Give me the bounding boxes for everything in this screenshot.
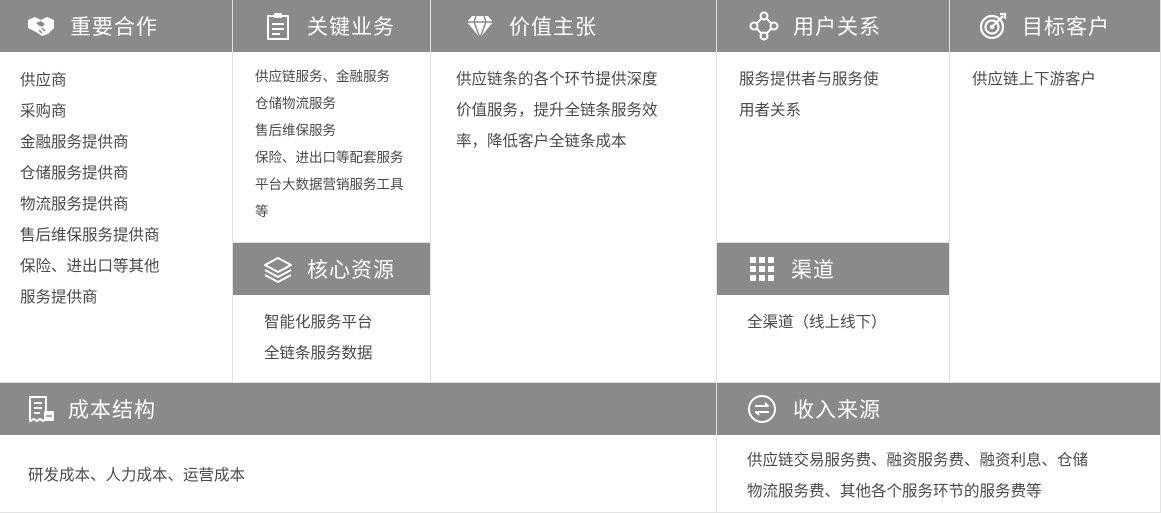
key-activities-item: 仓储物流服务 [255, 96, 336, 112]
key-partners-item: 供应商 [20, 71, 67, 89]
exchange-icon [747, 394, 777, 424]
cost-structure-header: 成本结构 [0, 383, 716, 435]
target-icon [978, 11, 1008, 41]
key-partners-item: 采购商 [20, 102, 67, 120]
key-resources-section: 核心资源 智能化服务平台 全链条服务数据 [233, 243, 431, 383]
key-partners-item: 保险、进出口等其他 [20, 257, 160, 275]
key-partners-item: 服务提供商 [20, 288, 98, 306]
revenue-streams-item: 物流服务费、其他各个服务环节的服务费等 [747, 482, 1042, 500]
key-partners-header: 重要合作 [0, 0, 232, 52]
key-activities-title: 关键业务 [307, 15, 395, 39]
key-resources-item: 智能化服务平台 [264, 313, 373, 331]
value-proposition-title: 价值主张 [509, 15, 597, 39]
value-proposition-item: 供应链条的各个环节提供深度 [456, 70, 658, 88]
key-activities-header: 关键业务 [233, 0, 430, 52]
grid-icon [747, 254, 777, 284]
revenue-streams-header: 收入来源 [717, 383, 1160, 435]
customer-segments-header: 目标客户 [950, 0, 1160, 52]
value-proposition-section: 价值主张 供应链条的各个环节提供深度 价值服务，提升全链条服务效 率，降低客户全… [431, 0, 717, 383]
cost-structure-title: 成本结构 [68, 398, 156, 422]
cost-structure-section: 成本结构 研发成本、人力成本、运营成本 [0, 383, 717, 513]
key-resources-title: 核心资源 [307, 258, 395, 282]
key-partners-section: 重要合作 供应商 采购商 金融服务提供商 仓储服务提供商 物流服务提供商 售后维… [0, 0, 233, 383]
value-proposition-item: 价值服务，提升全链条服务效 [456, 101, 658, 119]
layers-icon [263, 254, 293, 284]
key-activities-item: 平台大数据营销服务工具 [255, 177, 404, 193]
value-proposition-item: 率，降低客户全链条成本 [456, 132, 627, 150]
key-activities-section: 关键业务 供应链服务、金融服务 仓储物流服务 售后维保服务 保险、进出口等配套服… [233, 0, 431, 243]
receipt-icon [26, 394, 56, 424]
customer-segments-title: 目标客户 [1022, 15, 1110, 39]
key-partners-item: 金融服务提供商 [20, 133, 129, 151]
customer-relationships-section: 用户关系 服务提供者与服务使 用者关系 [717, 0, 950, 243]
key-partners-item: 仓储服务提供商 [20, 164, 129, 182]
key-activities-item: 售后维保服务 [255, 123, 336, 139]
key-activities-item: 等 [255, 204, 269, 220]
customer-relationships-header: 用户关系 [717, 0, 949, 52]
handshake-icon [26, 11, 56, 41]
key-activities-item: 保险、进出口等配套服务 [255, 150, 404, 166]
revenue-streams-title: 收入来源 [793, 398, 881, 422]
network-icon [749, 11, 779, 41]
key-partners-item: 物流服务提供商 [20, 195, 129, 213]
diamond-icon [465, 11, 495, 41]
key-partners-title: 重要合作 [70, 15, 158, 39]
cost-structure-item: 研发成本、人力成本、运营成本 [28, 466, 246, 484]
channels-header: 渠道 [717, 243, 949, 295]
channels-title: 渠道 [791, 258, 835, 282]
key-resources-header: 核心资源 [233, 243, 430, 295]
revenue-streams-section: 收入来源 供应链交易服务费、融资服务费、融资利息、仓储 物流服务费、其他各个服务… [717, 383, 1161, 513]
value-proposition-header: 价值主张 [431, 0, 716, 52]
customer-segments-item: 供应链上下游客户 [972, 70, 1097, 88]
customer-relationships-title: 用户关系 [793, 15, 881, 39]
customer-relationships-item: 服务提供者与服务使 [739, 70, 879, 88]
customer-segments-section: 目标客户 供应链上下游客户 [950, 0, 1161, 383]
channels-section: 渠道 全渠道（线上线下） [717, 243, 950, 383]
customer-relationships-item: 用者关系 [739, 101, 802, 119]
channels-item: 全渠道（线上线下） [747, 313, 887, 331]
key-partners-item: 售后维保服务提供商 [20, 226, 160, 244]
clipboard-icon [263, 11, 293, 41]
key-activities-item: 供应链服务、金融服务 [255, 69, 390, 85]
key-resources-item: 全链条服务数据 [264, 344, 373, 362]
revenue-streams-item: 供应链交易服务费、融资服务费、融资利息、仓储 [747, 451, 1089, 469]
